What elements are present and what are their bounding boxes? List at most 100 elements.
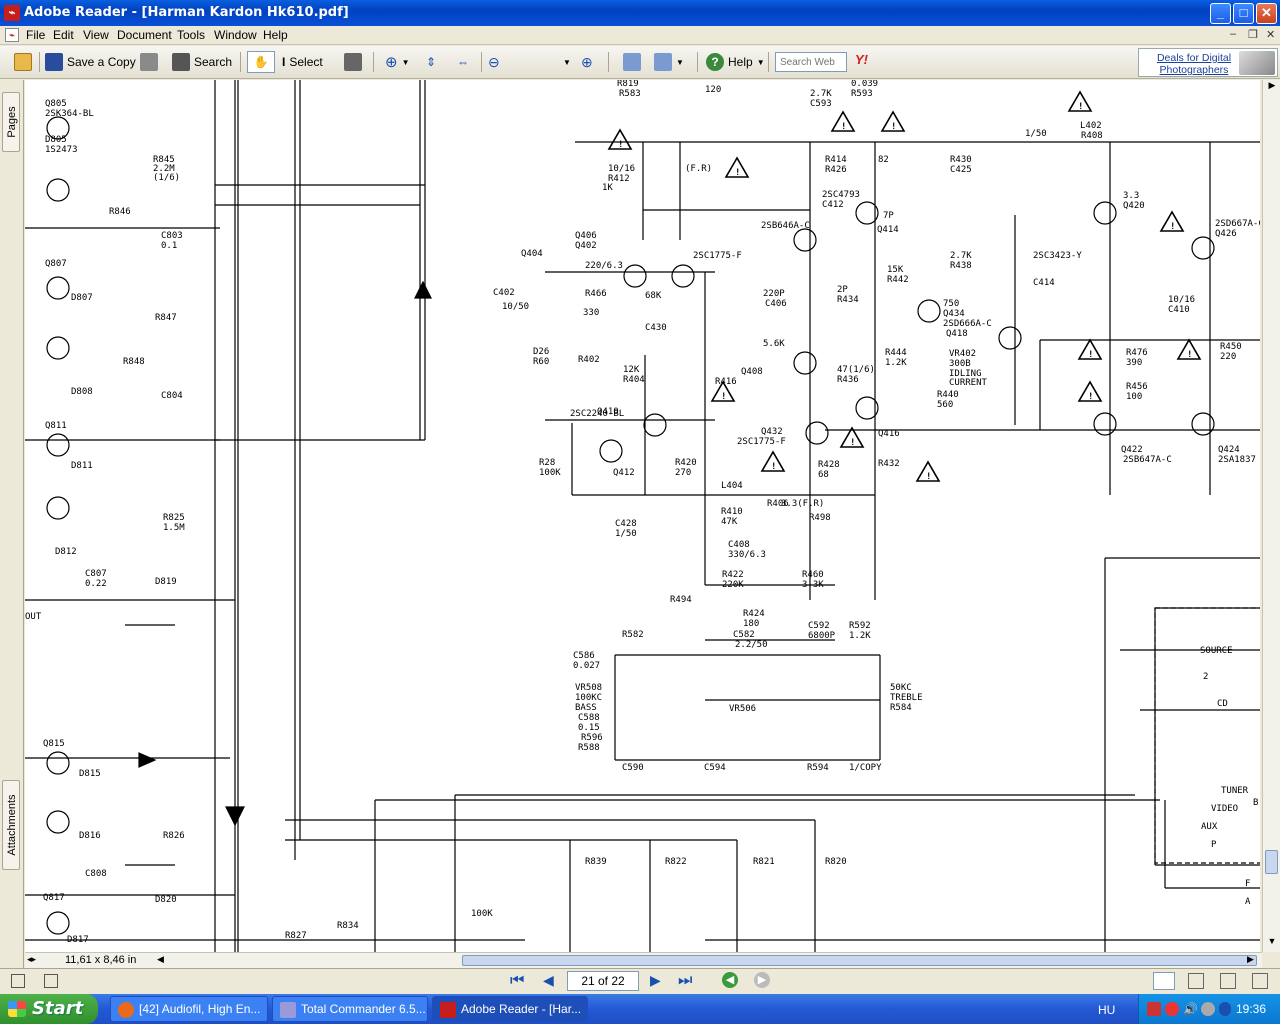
schematic-label: Q408 xyxy=(741,367,763,377)
schematic-label: 300B xyxy=(949,359,971,369)
schematic-label: R432 xyxy=(878,459,900,469)
select-label: Select xyxy=(289,55,323,69)
maximize-button[interactable]: □ xyxy=(1233,3,1254,24)
scroll-right-icon[interactable]: ▶ xyxy=(1247,954,1254,964)
fit-width-button[interactable]: ⇔ xyxy=(457,51,469,73)
layout-dropdown-icon[interactable]: ▼ xyxy=(676,57,684,67)
bluetooth-icon[interactable] xyxy=(1219,1002,1231,1016)
schematic-label: R450 xyxy=(1220,342,1242,352)
schematic-label: Q422 xyxy=(1121,445,1143,455)
search-button[interactable]: Search xyxy=(172,51,232,73)
help-button[interactable]: ?Help▼ xyxy=(706,51,765,73)
zoom-out-button[interactable]: ⊖ xyxy=(488,51,500,73)
help-dropdown-icon[interactable]: ▼ xyxy=(756,57,765,67)
menu-help[interactable]: Help xyxy=(263,28,288,42)
language-indicator[interactable]: HU xyxy=(1098,1003,1116,1017)
go-forward-icon[interactable]: ▶ xyxy=(754,972,770,988)
close-button[interactable]: ✕ xyxy=(1256,3,1277,24)
yahoo-search-icon[interactable]: Y! xyxy=(855,52,868,67)
vertical-scrollbar[interactable]: ▶ ▼ xyxy=(1262,80,1280,952)
page-number-field[interactable]: 21 of 22 xyxy=(567,971,639,991)
snapshot-button[interactable] xyxy=(344,51,366,73)
horizontal-scrollbar[interactable]: ◂▸ 11,61 x 8,46 in ◀ ▶ xyxy=(25,952,1262,968)
menu-tools[interactable]: Tools xyxy=(177,28,206,42)
schematic-label: D807 xyxy=(71,293,93,303)
zoom-level-dropdown[interactable]: ▼ xyxy=(563,51,571,73)
svg-text:!: ! xyxy=(1088,392,1093,402)
next-page-icon[interactable]: ▶ xyxy=(650,972,661,988)
continuous-facing-icon[interactable] xyxy=(1252,973,1268,989)
volume-icon[interactable]: 🔊 xyxy=(1183,1002,1198,1016)
horizontal-scroll-thumb[interactable] xyxy=(462,955,1257,966)
scroll-up-icon[interactable]: ▶ xyxy=(1268,80,1276,90)
open-button[interactable] xyxy=(14,51,36,73)
search-label: Search xyxy=(194,55,233,69)
schematic-label: D811 xyxy=(71,461,93,471)
network-tray-icon[interactable] xyxy=(1147,1002,1161,1016)
task-firefox[interactable]: [42] Audiofil, High En... xyxy=(110,996,268,1022)
doc-restore-icon[interactable]: ❐ xyxy=(1248,29,1258,41)
schematic-label: TUNER xyxy=(1221,786,1249,796)
schematic-label: R424 xyxy=(743,609,765,619)
ad-text[interactable]: Deals for Digital Photographers xyxy=(1156,52,1232,76)
menu-edit[interactable]: Edit xyxy=(53,28,74,42)
menu-view[interactable]: View xyxy=(83,28,109,42)
print-button[interactable] xyxy=(140,51,162,73)
continuous-icon[interactable] xyxy=(1188,973,1204,989)
vertical-scroll-thumb[interactable] xyxy=(1265,850,1278,874)
pages-tab[interactable]: Pages xyxy=(2,92,20,152)
facing-icon[interactable] xyxy=(1220,973,1236,989)
menu-file[interactable]: File xyxy=(26,28,46,42)
schematic-label: C804 xyxy=(161,391,183,401)
svg-text:!: ! xyxy=(1170,222,1175,232)
title-bar[interactable]: ⌁ Adobe Reader - [Harman Kardon Hk610.pd… xyxy=(0,0,1280,26)
schematic-label: Q402 xyxy=(575,241,597,251)
schematic-label: 1.5M xyxy=(163,523,185,533)
task-adobe-reader[interactable]: Adobe Reader - [Har... xyxy=(432,996,588,1022)
menu-document[interactable]: Document xyxy=(117,28,172,42)
schematic-label: (1/6) xyxy=(153,173,180,183)
rotate-button[interactable] xyxy=(623,51,645,73)
hand-tool-button[interactable]: ✋ xyxy=(247,51,275,73)
ad-banner[interactable]: Deals for Digital Photographers xyxy=(1138,48,1278,77)
task-total-commander-label: Total Commander 6.5... xyxy=(301,1002,426,1016)
layout-button[interactable]: ▼ xyxy=(654,51,684,73)
single-page-icon[interactable] xyxy=(1153,972,1175,990)
schematic-label: 220 xyxy=(1220,352,1236,362)
zoom-dropdown-icon[interactable]: ▼ xyxy=(401,57,410,67)
security-tray-icon[interactable] xyxy=(1165,1002,1179,1016)
zoom-tool-button[interactable]: ⊕▼ xyxy=(385,51,410,73)
start-button[interactable]: Start xyxy=(0,994,98,1024)
tray-app-icon[interactable] xyxy=(1201,1002,1215,1016)
page-nav-icon[interactable]: ◂▸ xyxy=(27,954,37,964)
schematic-label: 1/50 xyxy=(615,529,637,539)
panel-toggle-icon[interactable] xyxy=(11,974,25,988)
task-total-commander[interactable]: Total Commander 6.5... xyxy=(272,996,428,1022)
schematic-label: R845 xyxy=(153,155,175,165)
schematic-label: (F.R) xyxy=(685,164,712,174)
zoom-in-button[interactable]: ⊕ xyxy=(581,51,593,73)
search-web-input[interactable] xyxy=(775,52,847,72)
schematic-label: 15K xyxy=(887,265,904,275)
go-back-icon[interactable]: ◀ xyxy=(722,972,738,988)
clock[interactable]: 19:36 xyxy=(1235,1002,1266,1016)
doc-minimize-icon[interactable]: – xyxy=(1230,28,1237,40)
doc-close-icon[interactable]: ✕ xyxy=(1266,29,1276,41)
fit-page-button[interactable]: ⇕ xyxy=(426,51,436,73)
document-icon[interactable]: ⌁ xyxy=(5,28,19,42)
last-page-icon[interactable]: ⏭ xyxy=(678,972,693,989)
schematic-label: D816 xyxy=(79,831,101,841)
save-copy-button[interactable]: Save a Copy xyxy=(45,51,136,73)
panel-icon[interactable] xyxy=(44,974,58,988)
scroll-left-icon[interactable]: ◀ xyxy=(157,954,164,964)
previous-page-icon[interactable]: ◀ xyxy=(543,972,554,988)
menu-window[interactable]: Window xyxy=(214,28,257,42)
schematic-label: D26 xyxy=(533,347,549,357)
first-page-icon[interactable]: ⏮ xyxy=(510,972,525,989)
attachments-tab[interactable]: Attachments xyxy=(2,780,20,870)
scroll-down-icon[interactable]: ▼ xyxy=(1267,936,1277,946)
minimize-button[interactable]: _ xyxy=(1210,3,1231,24)
svg-text:!: ! xyxy=(618,140,623,150)
